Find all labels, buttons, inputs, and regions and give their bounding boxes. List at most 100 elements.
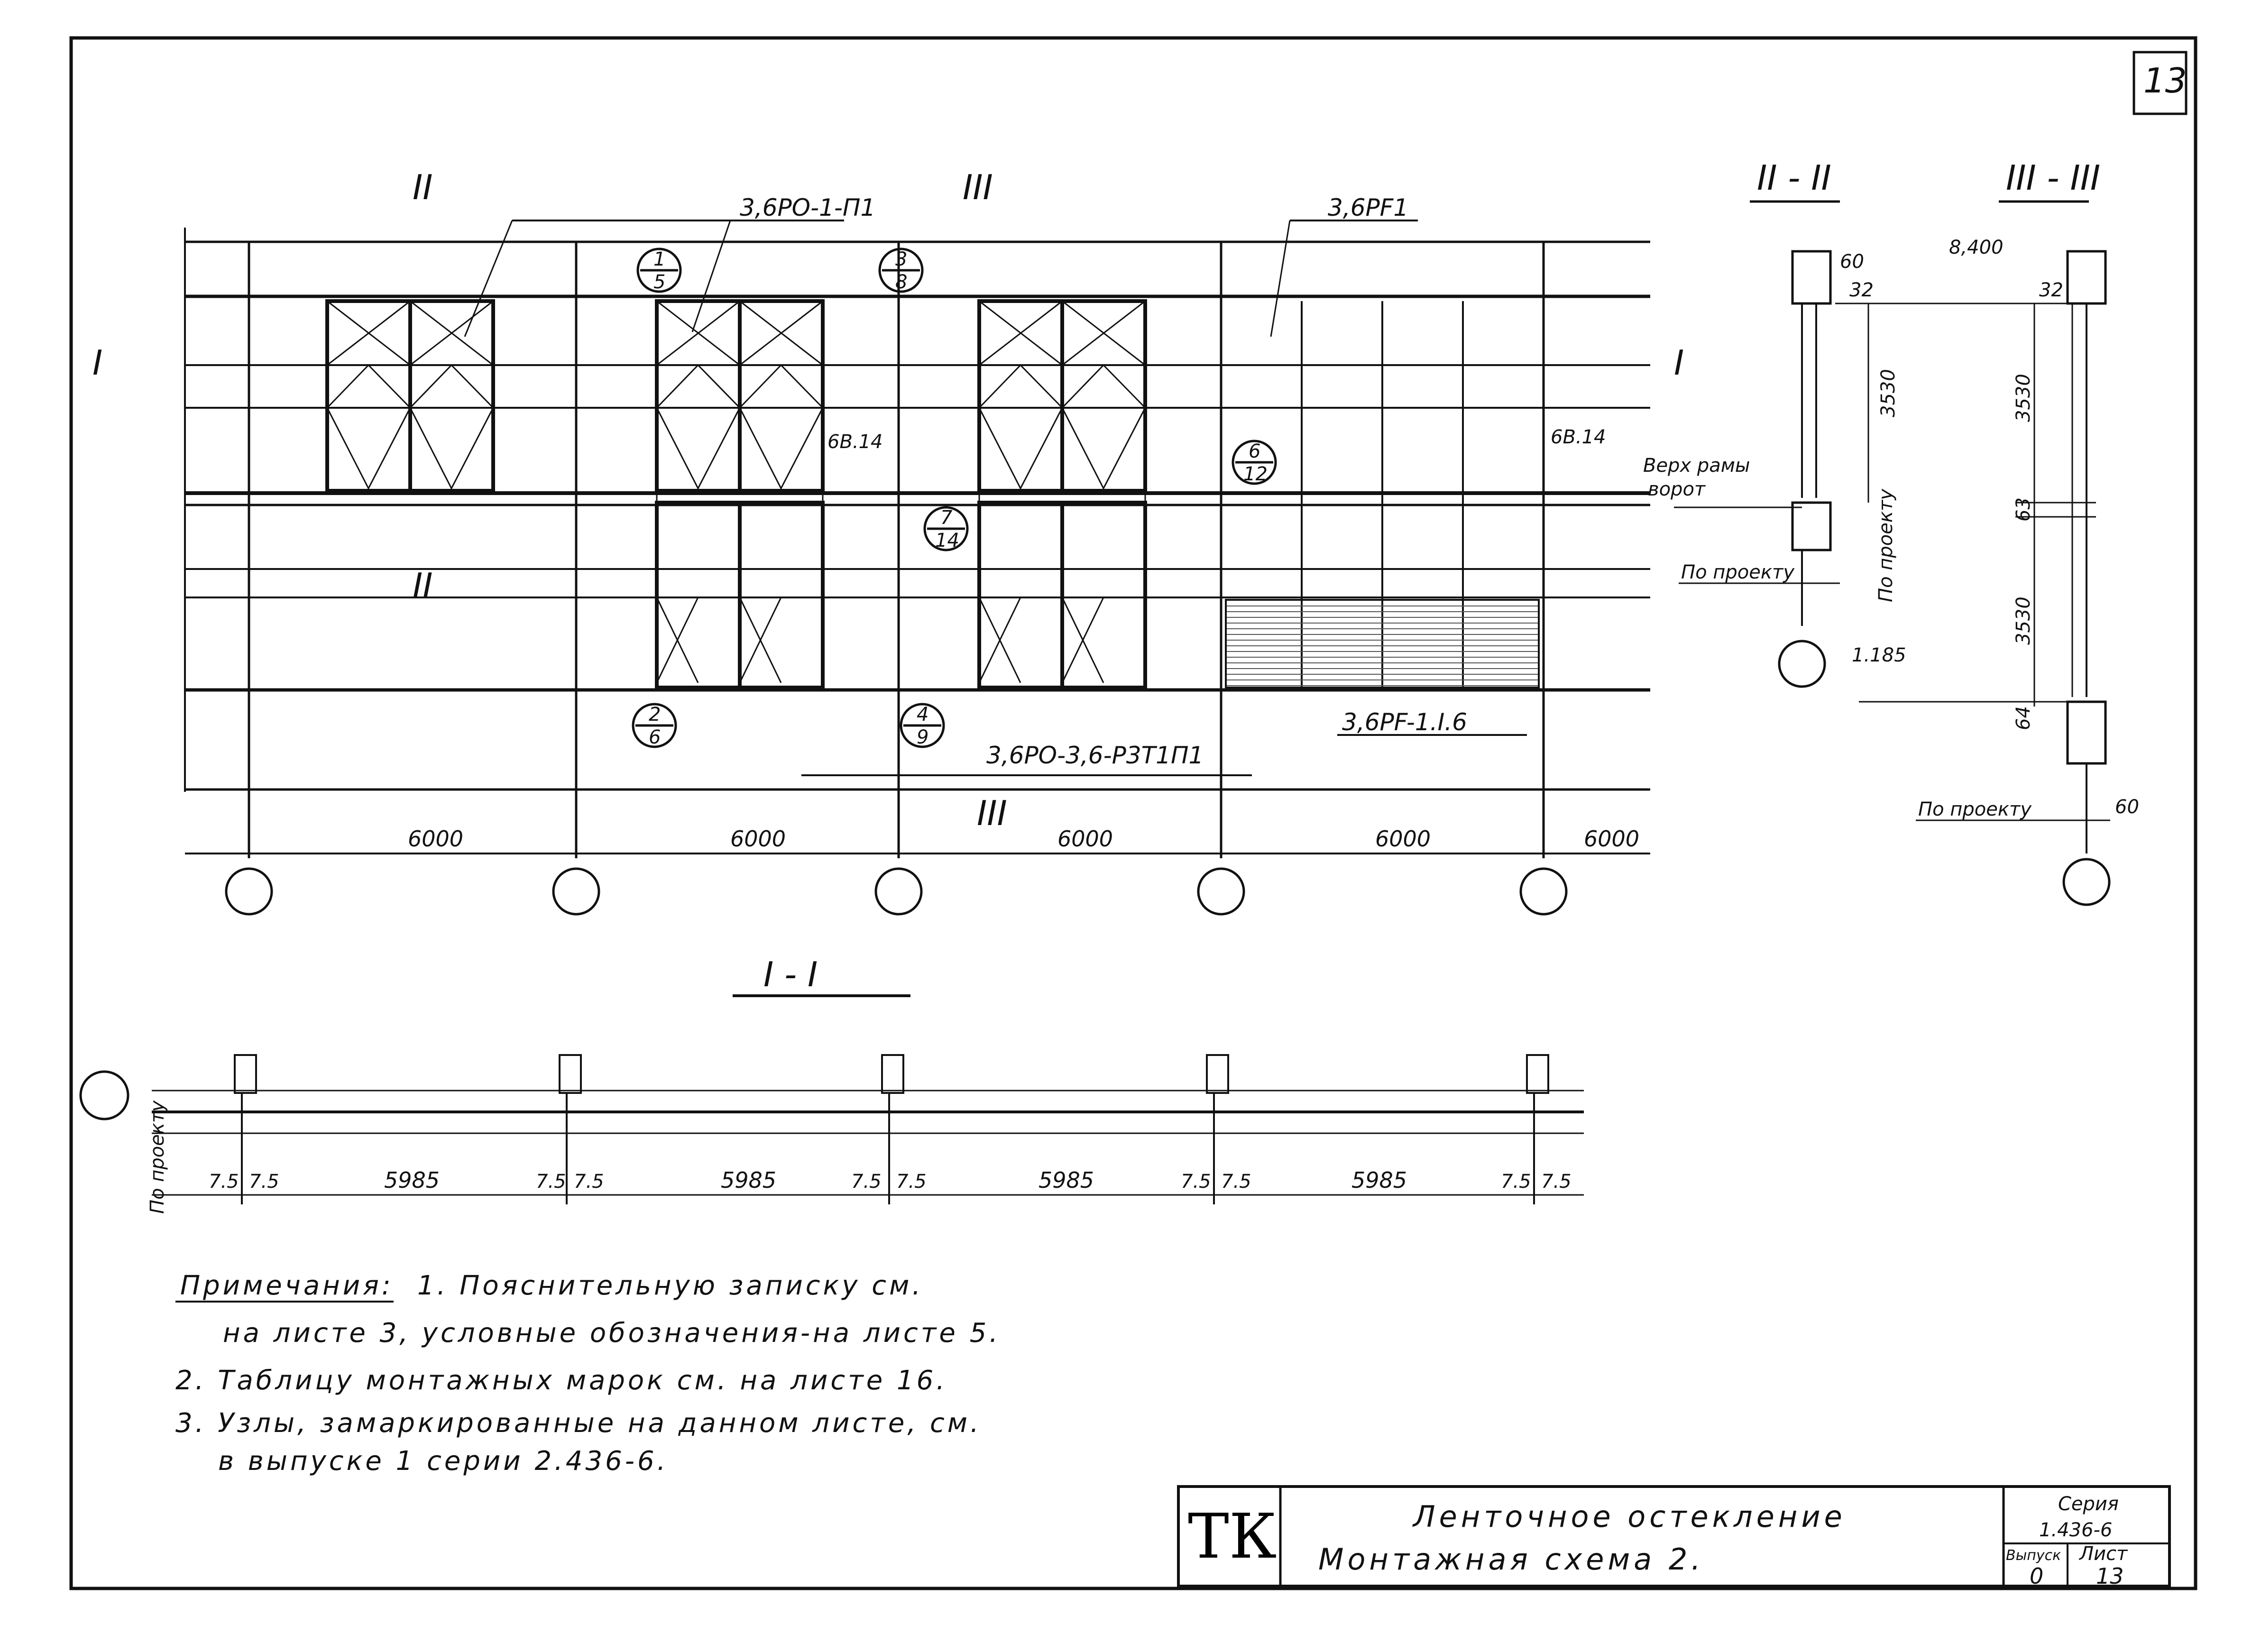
section-3-dim-3530a: 3530 [2013, 374, 2034, 422]
issue-label: Выпуск [2006, 1547, 2061, 1564]
node-2-6 [632, 703, 677, 748]
section-cut-I-right: I [1674, 343, 1684, 383]
node-4-9 [900, 703, 945, 748]
node-2-bottom: 8 [895, 271, 907, 293]
notes-line-2: на листе 3, условные обозначения-на лист… [223, 1318, 1001, 1349]
section-cut-I-left: I [92, 343, 102, 383]
section-3-dim-3530b: 3530 [2013, 597, 2034, 645]
span-5: 6000 [1584, 826, 1639, 852]
mark-3-6po-3-6-p3t1p1: 3,6PO-3,6-P3T1П1 [986, 742, 1204, 769]
span-4: 6000 [1375, 826, 1431, 852]
section-1-dim-3: 7.5 [536, 1171, 566, 1193]
section-1-axis-bubble [79, 1070, 129, 1120]
node-4-bottom: 14 [935, 530, 959, 551]
node-3-8 [878, 248, 924, 293]
section-2-dim-32: 32 [1849, 279, 1874, 301]
title-block [1177, 1485, 2171, 1588]
node-3-bottom: 12 [1243, 463, 1268, 485]
node-7-14 [923, 506, 969, 551]
section-1-dim-0: 7.5 [209, 1171, 239, 1193]
series-label: Серия [2058, 1493, 2119, 1515]
section-1-dim-11: 5985 [1351, 1167, 1407, 1193]
node-numbers: 1 5 3 8 6 12 7 14 2 6 4 9 [649, 248, 1268, 748]
elevation-labels: 3,6PO-1-П1 3,6PF1 3,6PO-3,6-P3T1П1 3,6PF… [92, 167, 1684, 833]
section-1-dim-9: 7.5 [1181, 1171, 1211, 1193]
section-cut-III-bottom: III [977, 793, 1007, 833]
node-5-top: 2 [649, 704, 661, 725]
axis-bubble-5 [1519, 867, 1568, 916]
section-1-title: I - I [763, 954, 818, 994]
notes-line-3: 2. Таблицу монтажных марок см. на листе … [175, 1365, 947, 1396]
section-3-dim-32: 32 [2039, 279, 2063, 301]
section-1-dim-2: 5985 [384, 1167, 440, 1193]
section-cut-III-top: III [963, 167, 993, 207]
mark-3-6po-1-p1: 3,6PO-1-П1 [740, 194, 875, 221]
node-2-top: 3 [895, 248, 907, 270]
node-6-top: 4 [917, 704, 928, 725]
section-3-axis-bubble [2062, 858, 2111, 906]
section-2-label-po-proektu-vertical: По проекту [1875, 488, 1897, 602]
span-1: 6000 [408, 826, 463, 852]
section-cut-II-bottom: II [413, 566, 432, 606]
section-2-title: II - II [1757, 158, 1831, 198]
mark-6b14-left: 6В.14 [827, 431, 883, 453]
node-4-top: 7 [940, 507, 953, 529]
node-6-12 [1232, 440, 1277, 485]
notes: Примечания: 1. Пояснительную записку см.… [175, 1270, 1001, 1477]
section-2-view [1674, 200, 1935, 688]
span-3: 6000 [1057, 826, 1113, 852]
axis-bubble-3 [874, 867, 923, 916]
mark-3-6pf-1-i-6: 3,6PF-1.I.6 [1342, 708, 1467, 736]
section-1-dim-5: 5985 [721, 1167, 776, 1193]
mark-3-6pf1: 3,6PF1 [1328, 194, 1408, 221]
sheet-value: 13 [2096, 1563, 2124, 1589]
title-block-logo: ТК [1188, 1500, 1277, 1572]
node-1-top: 1 [653, 248, 665, 270]
issue-value: 0 [2030, 1563, 2043, 1589]
title-line-1: Ленточное остекление [1412, 1499, 1846, 1534]
section-1-dim-12: 7.5 [1501, 1171, 1531, 1193]
section-1-dim-7: 7.5 [896, 1171, 927, 1193]
section-3-elev-top: 8,400 [1949, 237, 2004, 258]
axis-bubble-4 [1197, 867, 1245, 916]
section-2-dim-60: 60 [1840, 251, 1864, 273]
series-value: 1.436-6 [2039, 1519, 2112, 1541]
section-3-dim-63: 63 [2013, 497, 2034, 522]
sheet-frame [69, 36, 2197, 1590]
node-3-top: 6 [1249, 441, 1260, 462]
sheet-number: 13 [2143, 61, 2187, 101]
section-2-label-po-proektu: По проекту [1681, 561, 1795, 583]
section-3-view [1859, 200, 2111, 906]
section-1-dim-13: 7.5 [1541, 1171, 1572, 1193]
section-1-view [79, 994, 1584, 1204]
section-3-elev-bottom: 1.185 [1852, 644, 1906, 666]
axis-bubble-1 [225, 867, 273, 916]
axis-bubble-2 [552, 867, 600, 916]
node-1-bottom: 5 [653, 271, 665, 293]
notes-heading: Примечания: [180, 1270, 394, 1301]
section-3-label-po-proektu: По проекту [1918, 798, 2032, 820]
section-1-dim-8: 5985 [1039, 1167, 1094, 1193]
section-1-dim-4: 7.5 [574, 1171, 604, 1193]
notes-line-4: 3. Узлы, замаркированные на данном листе… [175, 1408, 982, 1439]
section-2-dim-3530: 3530 [1877, 369, 1899, 417]
mark-6b14-right: 6В.14 [1551, 426, 1606, 448]
node-callouts [632, 248, 1277, 748]
notes-line-1: 1. Пояснительную записку см. [417, 1270, 923, 1301]
section-1-axis-label: По проекту [147, 1100, 168, 1214]
section-cut-II-top: II [413, 167, 432, 207]
span-dimensions [185, 853, 1650, 916]
node-5-bottom: 6 [649, 726, 661, 748]
title-line-2: Монтажная схема 2. [1318, 1542, 1704, 1577]
notes-line-5: в выпуске 1 серии 2.436-6. [218, 1446, 668, 1477]
section-1-dim-10: 7.5 [1221, 1171, 1251, 1193]
section-3-title: III - III [2006, 158, 2100, 198]
sheet-number-box [2133, 51, 2188, 115]
section-2-axis-bubble [1778, 640, 1826, 688]
section-1-dims: 7.5 7.5 5985 7.5 7.5 5985 7.5 7.5 5985 7… [209, 1167, 1572, 1193]
section-3-dim-60: 60 [2115, 796, 2139, 818]
section-3-dim-64: 64 [2013, 706, 2034, 730]
section-1-dim-6: 7.5 [851, 1171, 882, 1193]
